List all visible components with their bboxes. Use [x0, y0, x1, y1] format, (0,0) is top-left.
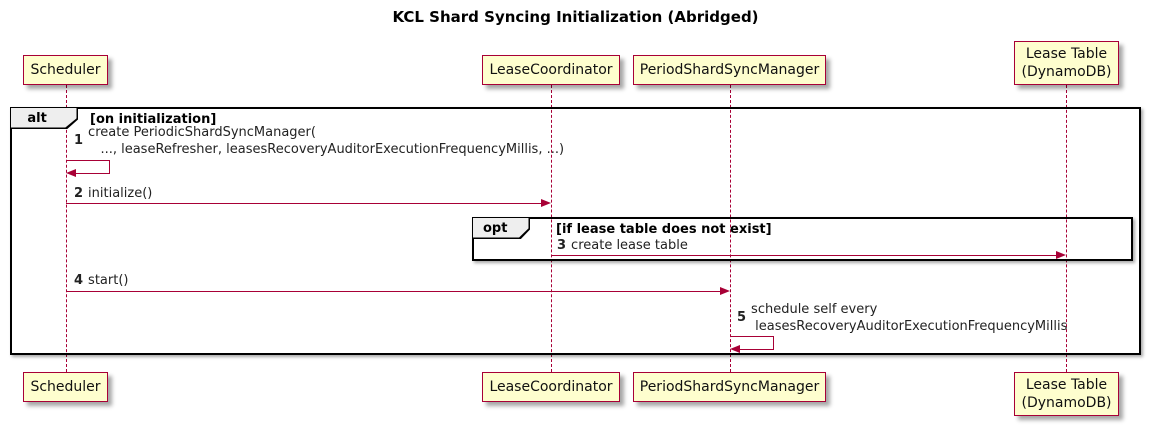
- pentagon-shape: [11, 108, 78, 129]
- alt-frame: alt [on initialization]: [10, 107, 1141, 355]
- participant-periodshardsyncmanager-top: PeriodShardSyncManager: [633, 55, 826, 85]
- lifeline-lease-table: [1065, 85, 1067, 372]
- message-4-arrow-line: [66, 291, 721, 292]
- message-text: initialize(): [88, 186, 153, 201]
- message-text: create lease table: [571, 238, 688, 253]
- opt-frame-condition: [if lease table does not exist]: [556, 222, 772, 237]
- message-number: 3: [557, 238, 567, 253]
- message-2-label: 2 initialize(): [74, 186, 152, 203]
- participant-label: Scheduler: [30, 378, 101, 395]
- participant-label: LeaseCoordinator: [489, 378, 613, 395]
- alt-frame-condition: [on initialization]: [90, 112, 217, 127]
- message-5-self-line-top: [730, 336, 774, 337]
- message-5-arrowhead: [730, 345, 740, 353]
- message-1-self-line-bottom: [76, 173, 110, 174]
- participant-label: PeriodShardSyncManager: [639, 378, 820, 395]
- opt-frame-tag: opt: [473, 218, 530, 239]
- message-text: schedule self every leasesRecoveryAudito…: [751, 302, 1068, 334]
- message-4-arrowhead: [720, 287, 730, 295]
- message-1-self-line-top: [66, 160, 110, 161]
- message-1-label: 1 create PeriodicShardSyncManager( ..., …: [74, 125, 564, 158]
- message-number: 2: [74, 186, 84, 201]
- lifeline-leasecoordinator: [550, 85, 552, 372]
- alt-frame-operator: alt: [27, 111, 47, 126]
- participant-label: PeriodShardSyncManager: [639, 61, 820, 78]
- participant-scheduler-top: Scheduler: [23, 55, 108, 85]
- diagram-title: KCL Shard Syncing Initialization (Abridg…: [392, 8, 759, 26]
- message-4-label: 4 start(): [74, 273, 128, 290]
- lifeline-scheduler: [65, 85, 67, 372]
- participant-periodshardsyncmanager-bottom: PeriodShardSyncManager: [633, 372, 826, 402]
- participant-lease-table-top: Lease Table (DynamoDB): [1014, 41, 1119, 85]
- participant-label: Scheduler: [30, 61, 101, 78]
- message-2-arrowhead: [541, 199, 551, 207]
- participant-label: LeaseCoordinator: [489, 61, 613, 78]
- participant-scheduler-bottom: Scheduler: [23, 372, 108, 402]
- opt-frame-operator: opt: [483, 221, 508, 236]
- alt-frame-tag: alt: [11, 108, 78, 129]
- message-2-arrow-line: [66, 203, 542, 204]
- message-3-arrow-line: [551, 255, 1056, 256]
- participant-label: Lease Table (DynamoDB): [1021, 376, 1112, 411]
- lifeline-periodshardsyncmanager: [729, 85, 731, 372]
- message-3-arrowhead: [1056, 251, 1066, 259]
- participant-label: Lease Table (DynamoDB): [1021, 45, 1112, 80]
- message-3-label: 3 create lease table: [557, 238, 688, 255]
- participant-lease-table-bottom: Lease Table (DynamoDB): [1014, 372, 1119, 416]
- message-text: start(): [88, 273, 129, 288]
- message-number: 5: [737, 310, 747, 326]
- message-5-self-line-side: [773, 336, 774, 349]
- message-5-self-line-bottom: [740, 349, 774, 350]
- message-1-self-line-side: [109, 160, 110, 173]
- participant-leasecoordinator-bottom: LeaseCoordinator: [482, 372, 620, 402]
- message-5-label: 5 schedule self every leasesRecoveryAudi…: [737, 302, 1067, 335]
- pentagon-shape: [473, 218, 530, 239]
- message-1-arrowhead: [66, 169, 76, 177]
- message-number: 1: [74, 133, 84, 149]
- message-text: create PeriodicShardSyncManager( ..., le…: [88, 125, 565, 157]
- participant-leasecoordinator-top: LeaseCoordinator: [482, 55, 620, 85]
- opt-frame: opt [if lease table does not exist]: [472, 217, 1133, 261]
- message-number: 4: [74, 273, 84, 288]
